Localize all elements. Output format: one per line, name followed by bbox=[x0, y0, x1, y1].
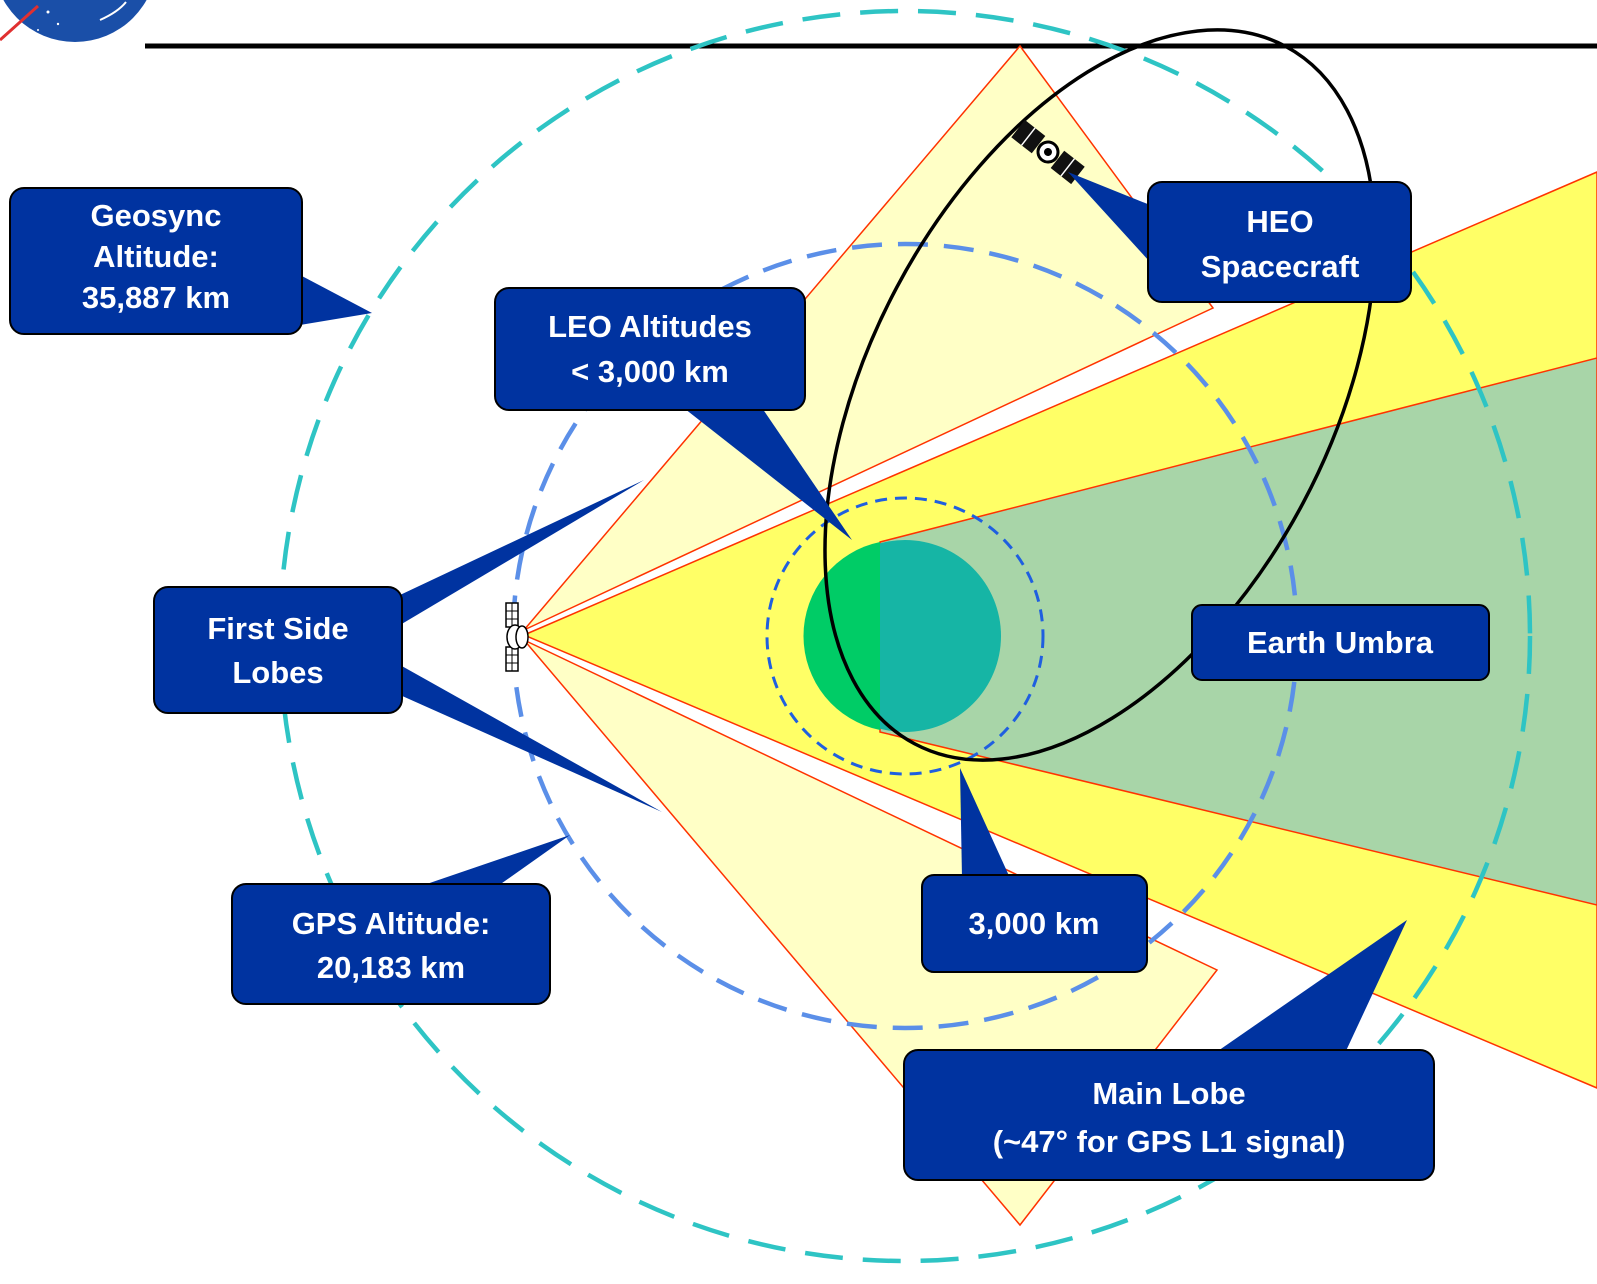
gps-altitude-label-line-2: 20,183 km bbox=[317, 950, 465, 985]
side-lobes-label-line-1: First Side bbox=[207, 611, 348, 646]
heo-label-line-2: Spacecraft bbox=[1201, 249, 1360, 284]
side-lobes-callout: First Side Lobes bbox=[153, 480, 662, 812]
heo-callout: HEO Spacecraft bbox=[1068, 172, 1412, 303]
earth-umbra-label: Earth Umbra bbox=[1247, 625, 1434, 660]
geosync-altitude-ring bbox=[277, 8, 1533, 1264]
leo-altitude-ring bbox=[765, 496, 1045, 776]
leo-callout: LEO Altitudes < 3,000 km bbox=[494, 287, 852, 540]
gps-altitude-callout: GPS Altitude: 20,183 km bbox=[231, 835, 570, 1005]
gps-satellite-icon bbox=[505, 602, 529, 672]
main-lobe-label-line-1: Main Lobe bbox=[1092, 1076, 1245, 1111]
main-lobe-label-line-2: (~47° for GPS L1 signal) bbox=[993, 1124, 1346, 1159]
geosync-label-line-1: Geosync bbox=[91, 198, 222, 233]
heo-orbit bbox=[823, 28, 1377, 762]
gps-altitude-label-line-1: GPS Altitude: bbox=[292, 906, 491, 941]
geosync-label-line-3: 35,887 km bbox=[82, 280, 230, 315]
earth-umbra-callout: Earth Umbra bbox=[1191, 604, 1490, 681]
main-lobe-callout: Main Lobe (~47° for GPS L1 signal) bbox=[903, 920, 1435, 1181]
leo-label-line-2: < 3,000 km bbox=[571, 354, 729, 389]
leo-radius-callout: 3,000 km bbox=[921, 768, 1148, 973]
leo-label-line-1: LEO Altitudes bbox=[548, 309, 752, 344]
heo-label-line-1: HEO bbox=[1246, 204, 1313, 239]
geosync-label-line-2: Altitude: bbox=[93, 239, 219, 274]
side-lobes-label-line-2: Lobes bbox=[232, 655, 323, 690]
geosync-callout: Geosync Altitude: 35,887 km bbox=[9, 187, 372, 335]
leo-radius-label: 3,000 km bbox=[969, 906, 1100, 941]
nasa-logo bbox=[0, 0, 147, 42]
earth bbox=[803, 540, 1001, 732]
